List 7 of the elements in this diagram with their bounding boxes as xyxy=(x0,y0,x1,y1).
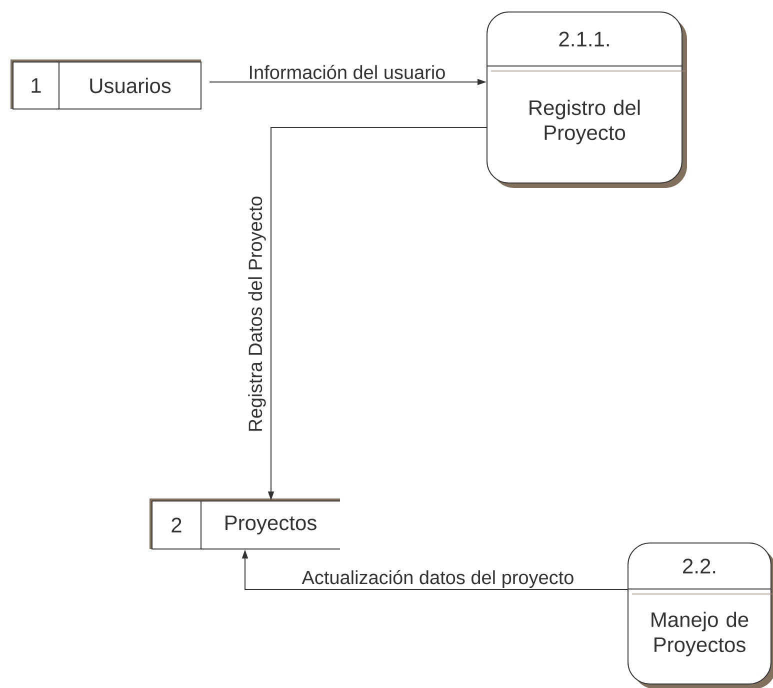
edge-label: Información del usuario xyxy=(247,64,447,80)
process-box: 2.2. Manejo de Proyectos xyxy=(628,542,773,688)
edge-label: Actualización datos del proyecto xyxy=(300,569,576,589)
data-store: 2 Proyectos xyxy=(150,498,340,550)
data-store: 1 Usuarios xyxy=(10,60,202,110)
edge-label: Registra Datos del Proyecto xyxy=(247,194,267,434)
process-box: 2.1.1. Registro del Proyecto xyxy=(486,12,687,188)
